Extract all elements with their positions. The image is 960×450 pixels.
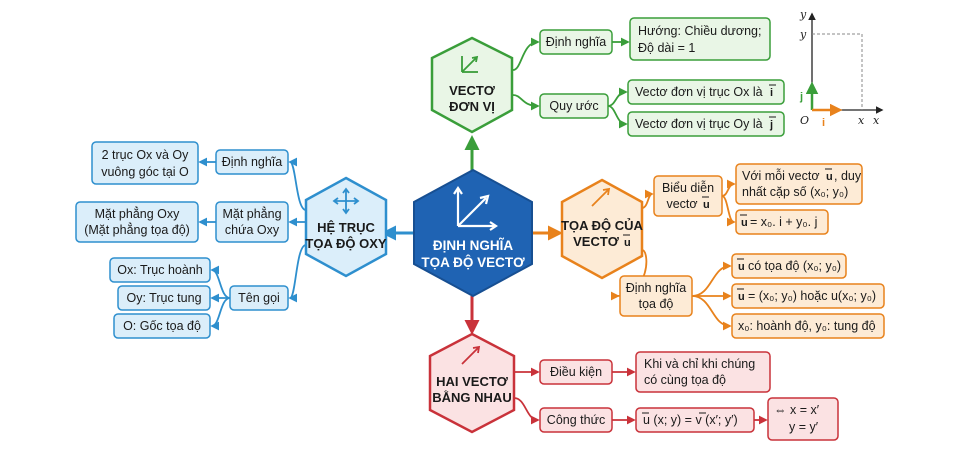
bang-nhau-ct-formula: u (x; y) = v (x′; y′) [643, 413, 738, 427]
he-truc-mat-phang-line2: chứa Oxy [225, 223, 280, 237]
axis-j-label: j [799, 91, 803, 103]
he-truc-dinh-nghia-line2: vuông góc tại O [101, 165, 189, 179]
coordinate-icon [453, 186, 498, 231]
he-truc-dinh-nghia-detail [91, 141, 199, 185]
toa-do-bd-formula: = x₀. i + y₀. j [750, 215, 817, 229]
toa-do-bieu-dien-line2: vectơ [666, 197, 697, 211]
he-truc-mat-phang-line1: Mặt phẳng [222, 206, 281, 221]
don-vi-i-symbol: i [770, 87, 773, 99]
he-truc-mat-phang-d2: (Mặt phẳng tọa độ) [84, 222, 190, 237]
toa-do-dinh-nghia-line2: tọa độ [639, 297, 674, 311]
don-vi-title-line2: ĐƠN VỊ [449, 99, 495, 114]
he-truc-mat-phang-d1: Mặt phẳng Oxy [95, 206, 181, 221]
branch-vecto-don-vi: VECTƠ ĐƠN VỊ Định nghĩa Hướng: Chiều dươ… [430, 17, 785, 137]
toa-do-dn-a-box [731, 253, 847, 279]
he-truc-title-line2: TỌA ĐỘ OXY [305, 236, 386, 251]
toa-do-dn-c-box [731, 313, 885, 339]
bang-nhau-title-line2: BẰNG NHAU [432, 390, 511, 405]
toa-do-dn-c: x₀: hoành độ, y₀: tung độ [738, 319, 876, 333]
don-vi-quy-uoc-2-box [627, 111, 785, 137]
he-truc-oy: Oy: Trục tung [126, 291, 201, 305]
axis-x-end-label: x [873, 114, 880, 127]
bang-nhau-ct-r2: y = y′ [789, 420, 819, 434]
branch-bang-nhau: HAI VECTƠ BẰNG NHAU Điều kiện Khi và chỉ… [428, 332, 839, 441]
toa-do-bd-detail [735, 163, 863, 205]
don-vi-quy-uoc-1-box [627, 79, 785, 105]
move-icon [332, 187, 360, 215]
toa-do-bd-line1b: , duy [834, 169, 862, 183]
toa-do-bd-formula-box [735, 209, 829, 235]
don-vi-dinh-nghia-line2: Độ dài = 1 [638, 41, 695, 55]
bang-nhau-dieu-kien-label: Điều kiện [550, 365, 602, 379]
bang-nhau-dk-line2: có cùng tọa độ [644, 373, 726, 387]
toa-do-dn-a: có tọa độ (x₀; y₀) [748, 259, 841, 273]
he-truc-dinh-nghia-label: Định nghĩa [222, 155, 283, 169]
he-truc-ox: Ox: Trục hoành [117, 263, 203, 277]
vector-icon [461, 55, 479, 73]
he-truc-ten-goi-label: Tên gọi [238, 291, 280, 305]
he-truc-title-line1: HỆ TRỤC [317, 220, 375, 235]
toa-do-bd-line2: nhất cặp số (x₀; y₀) [742, 185, 848, 199]
don-vi-quy-uoc-label: Quy ước [549, 99, 598, 113]
bang-nhau-ct-r1: ⇔ x = x′ [774, 403, 820, 417]
branch-he-truc: HỆ TRỤC TỌA ĐỘ OXY Định nghĩa 2 trục Ox … [75, 141, 388, 339]
toa-do-title-line1: TỌA ĐỘ CỦA [561, 218, 643, 233]
don-vi-quy-uoc-2: Vectơ đơn vị trục Oy là [635, 117, 763, 131]
toa-do-bd-line1-u: u [826, 171, 833, 183]
don-vi-quy-uoc-1: Vectơ đơn vị trục Ox là [635, 85, 763, 99]
axis-i-label: i [822, 117, 825, 129]
don-vi-dinh-nghia-detail [629, 17, 771, 61]
branch-toa-do: TỌA ĐỘ CỦA VECTƠ u Biểu diễn vectơ u Với… [560, 163, 885, 339]
toa-do-dn-b-u: u [738, 291, 745, 303]
toa-do-dn-b-box [731, 283, 885, 309]
don-vi-dinh-nghia-label: Định nghĩa [546, 35, 607, 49]
center-title-line1: ĐỊNH NGHĨA [433, 238, 513, 253]
toa-do-bd-formula-u: u [741, 217, 748, 229]
bang-nhau-dk-line1: Khi và chỉ khi chúng [644, 357, 755, 371]
main-connectors [381, 135, 563, 335]
he-truc-mat-phang-detail [75, 201, 199, 243]
bang-nhau-cong-thuc-label: Công thức [547, 413, 605, 427]
toa-do-bd-line1a: Với mỗi vectơ [742, 168, 820, 183]
toa-do-title-line2: VECTƠ [573, 234, 620, 249]
he-truc-oy-box [117, 285, 211, 311]
axis-y-value-label: y [799, 28, 807, 41]
axis-origin-label: O [800, 114, 809, 127]
toa-do-u-symbol: u [624, 237, 631, 249]
toa-do-dn-b: = (x₀; y₀) hoặc u(x₀; y₀) [748, 289, 876, 303]
axis-x-value-label: x [858, 114, 865, 127]
bang-nhau-dieu-kien-detail [635, 351, 771, 393]
center-hub: ĐỊNH NGHĨA TỌA ĐỘ VECTƠ [413, 168, 533, 298]
he-truc-dinh-nghia-line1: 2 trục Ox và Oy [102, 148, 190, 162]
vector-icon-orange [591, 187, 611, 207]
he-truc-o-box [113, 313, 211, 339]
bang-nhau-ct-result-box [767, 397, 839, 441]
he-truc-o: O: Gốc tọa độ [123, 319, 201, 333]
axis-diagram: y y x x O i j [799, 8, 884, 129]
toa-do-dinh-nghia-line1: Định nghĩa [626, 281, 687, 295]
axis-y-top-label: y [799, 8, 807, 21]
bang-nhau-title-line1: HAI VECTƠ [436, 374, 509, 389]
toa-do-bieu-dien-line1: Biểu diễn [662, 180, 714, 195]
toa-do-dn-a-u: u [738, 261, 745, 273]
vector-icon-red [461, 345, 481, 365]
he-truc-ox-box [109, 257, 211, 283]
toa-do-bd-u: u [703, 199, 710, 211]
don-vi-dinh-nghia-line1: Hướng: Chiều dương; [638, 24, 761, 38]
center-title-line2: TỌA ĐỘ VECTƠ [421, 255, 525, 270]
don-vi-j-symbol: j [769, 119, 773, 131]
don-vi-title-line1: VECTƠ [449, 83, 496, 98]
